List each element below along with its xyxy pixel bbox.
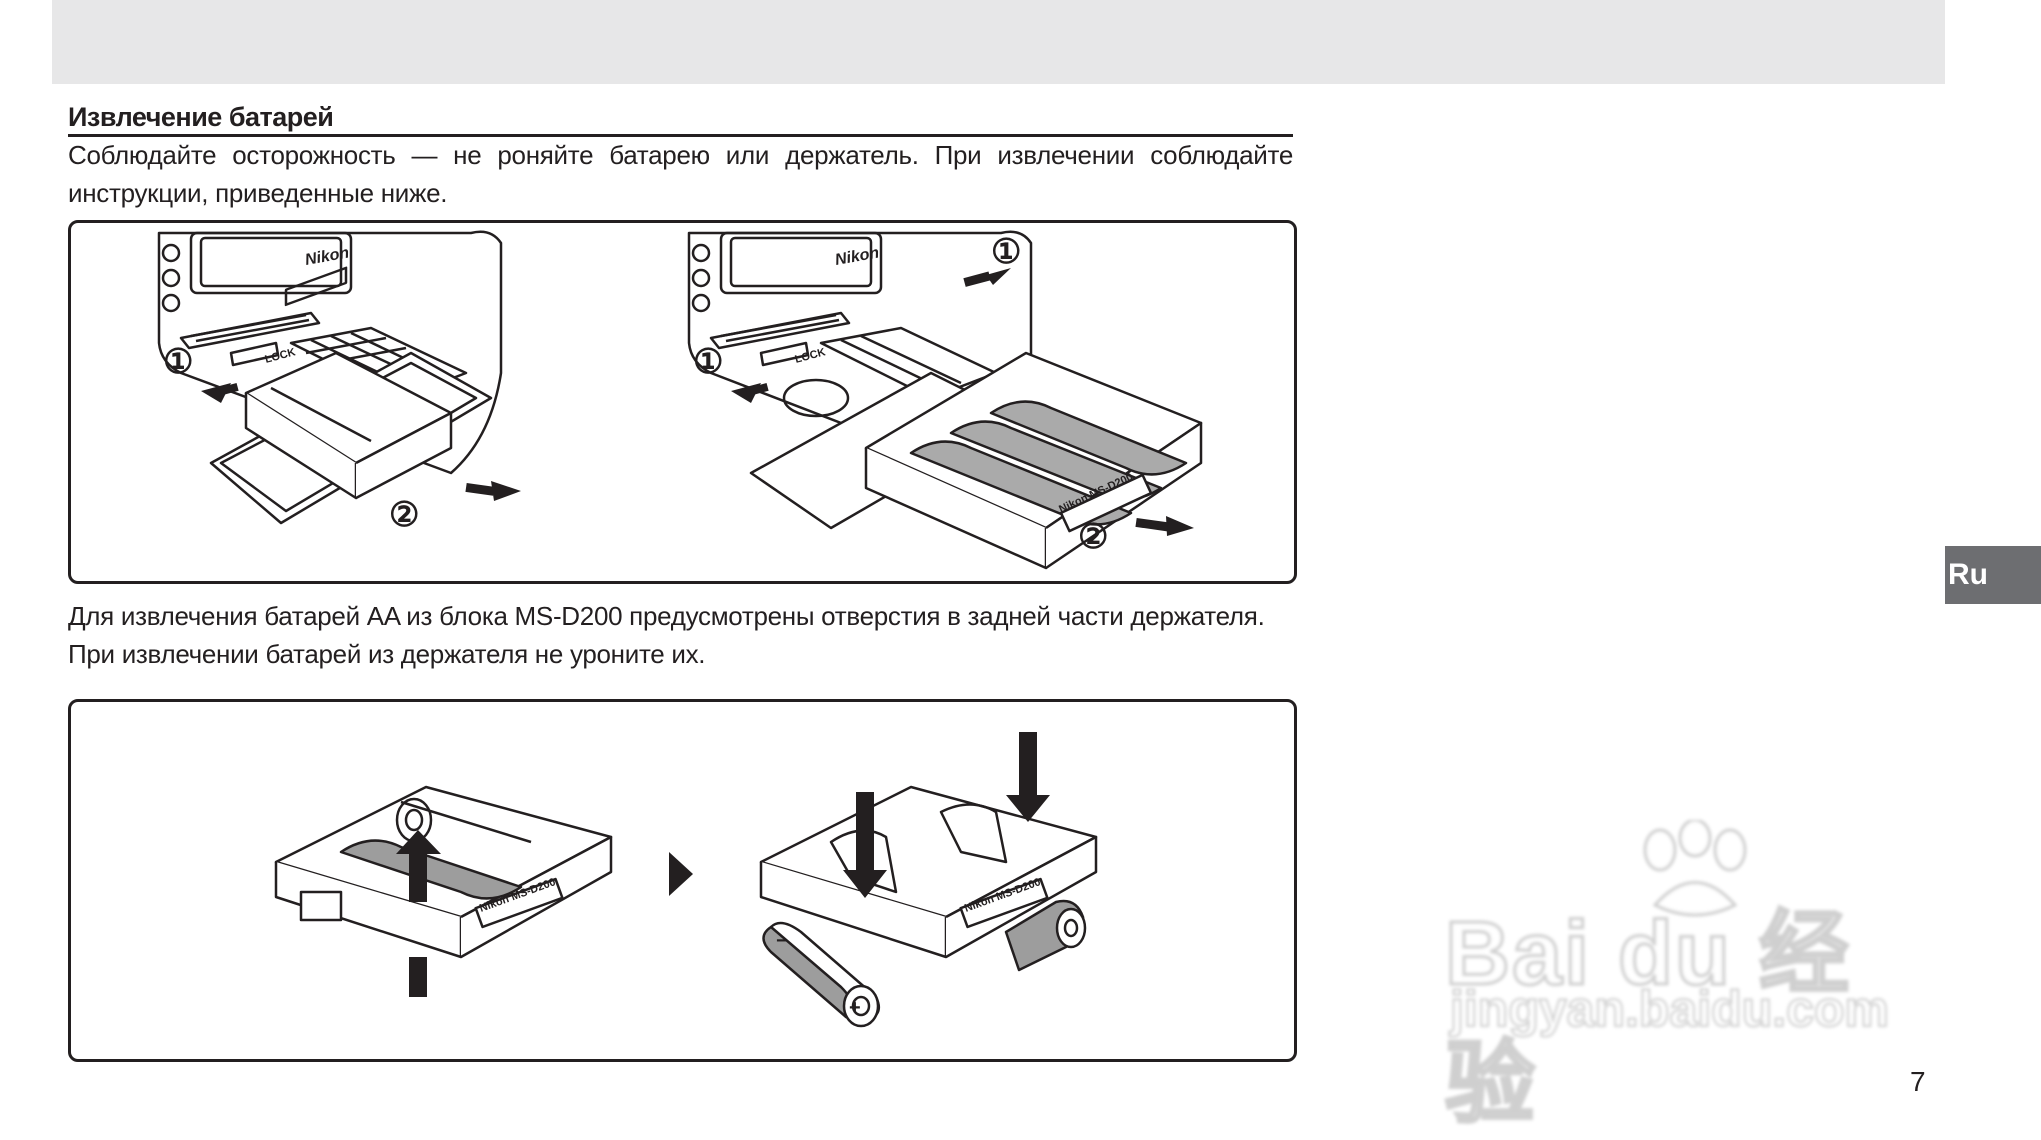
step-2-right: ② [1078,518,1108,556]
step-1-side-right: ① [693,343,723,381]
intro-paragraph: Соблюдайте осторожность — не роняйте бат… [68,140,1293,208]
direction-arrows [201,268,1194,536]
battery-holder-ms-d200 [864,351,1203,570]
aa-battery-note: Для извлечения батарей AA из блока MS-D2… [68,601,1265,669]
paw-icon [1643,820,1747,917]
aa-removal-illustration: Nikon MS-D200 Nikon MS-D200 − + [274,732,1098,1028]
section-title: Извлечение батарей [68,102,1293,137]
battery-holder-left [274,785,613,959]
page-number: 7 [1910,1066,1926,1097]
aa-battery-front [762,921,881,1028]
watermark-url: jingyan.baidu.com [1449,980,1890,1038]
direction-arrows-fig2 [396,732,1050,997]
header-band [52,0,1945,84]
camera-grip-right [687,230,1203,570]
figure-remove-battery: Nikon LOCK Nikon LOCK Nikon MS-D200 ① ② … [68,220,1297,584]
battery-minus-sign: − [776,930,788,952]
baidu-watermark: Bai du 经验 jingyan.baidu.com [1444,820,1925,1136]
step-1-top-right: ① [991,233,1021,271]
battery-holder-right [759,785,1098,959]
battery-plus-sign: + [849,997,861,1019]
watermark-brand: Bai du 经验 [1444,903,1852,1136]
step-2-left: ② [389,496,419,534]
aa-battery-right [1004,899,1087,972]
step-1-left: ① [163,343,193,381]
language-tab: Ru [1945,546,2041,604]
camera-grip-left [157,230,503,525]
removal-illustration: Nikon LOCK Nikon LOCK Nikon MS-D200 ① ② … [157,230,1203,570]
figure-remove-aa-batteries: Nikon MS-D200 Nikon MS-D200 − + [68,699,1297,1062]
sequence-arrow [669,852,693,896]
